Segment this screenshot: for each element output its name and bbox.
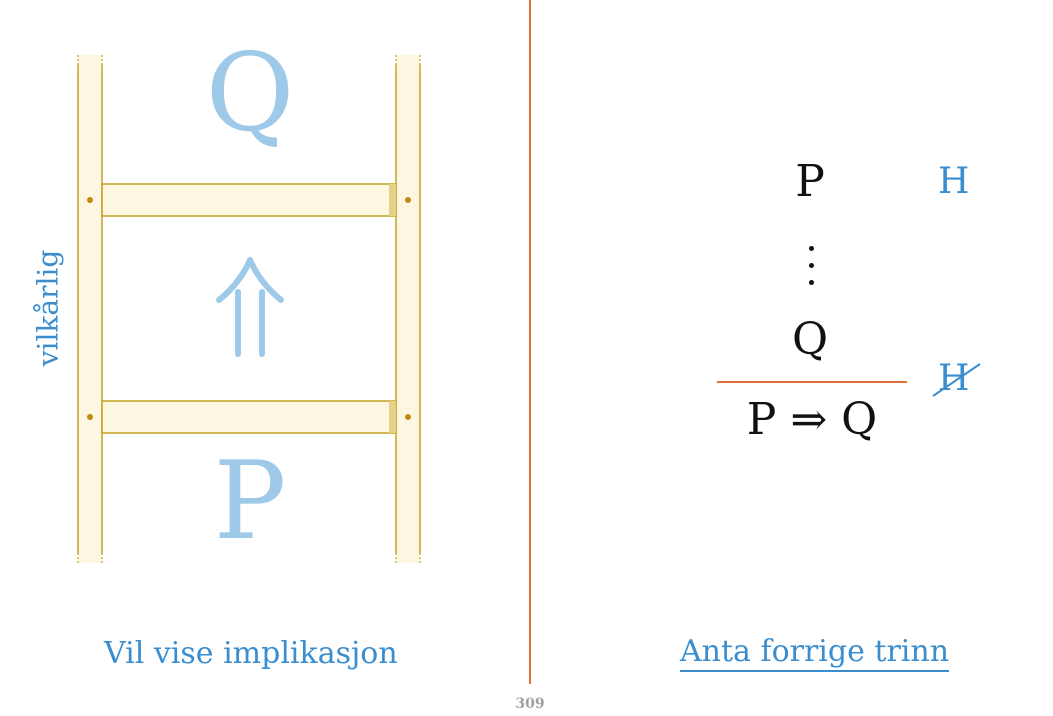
bolt (87, 197, 93, 203)
ladder-diagram (77, 55, 421, 563)
discharged-hypothesis-tag: H (938, 358, 970, 399)
page-divider (529, 0, 531, 684)
hypothesis-tag: H (938, 161, 970, 202)
ellipsis-dot (809, 280, 814, 285)
bolt (405, 414, 411, 420)
right-rail (396, 55, 420, 563)
premise-p: P (795, 156, 825, 207)
subproof-conclusion-q: Q (791, 314, 829, 365)
bottom-letter-p: P (213, 439, 287, 564)
bolt (405, 197, 411, 203)
bolt (87, 414, 93, 420)
implication-result: P ⇒ Q (746, 394, 878, 445)
right-caption: Anta forrige trinn (680, 636, 950, 672)
inference-rule-line (717, 381, 907, 383)
ellipsis-dot (809, 246, 814, 251)
top-rung (101, 183, 397, 217)
side-label: vilkårlig (31, 249, 65, 367)
bottom-rung (101, 400, 397, 434)
double-up-arrow-icon (216, 257, 284, 357)
strikethrough-icon (932, 363, 981, 397)
left-rail (78, 55, 102, 563)
left-caption: Vil vise implikasjon (104, 636, 398, 671)
top-letter-q: Q (205, 31, 295, 156)
ellipsis-dot (809, 263, 814, 268)
page-number: 309 (515, 696, 545, 712)
